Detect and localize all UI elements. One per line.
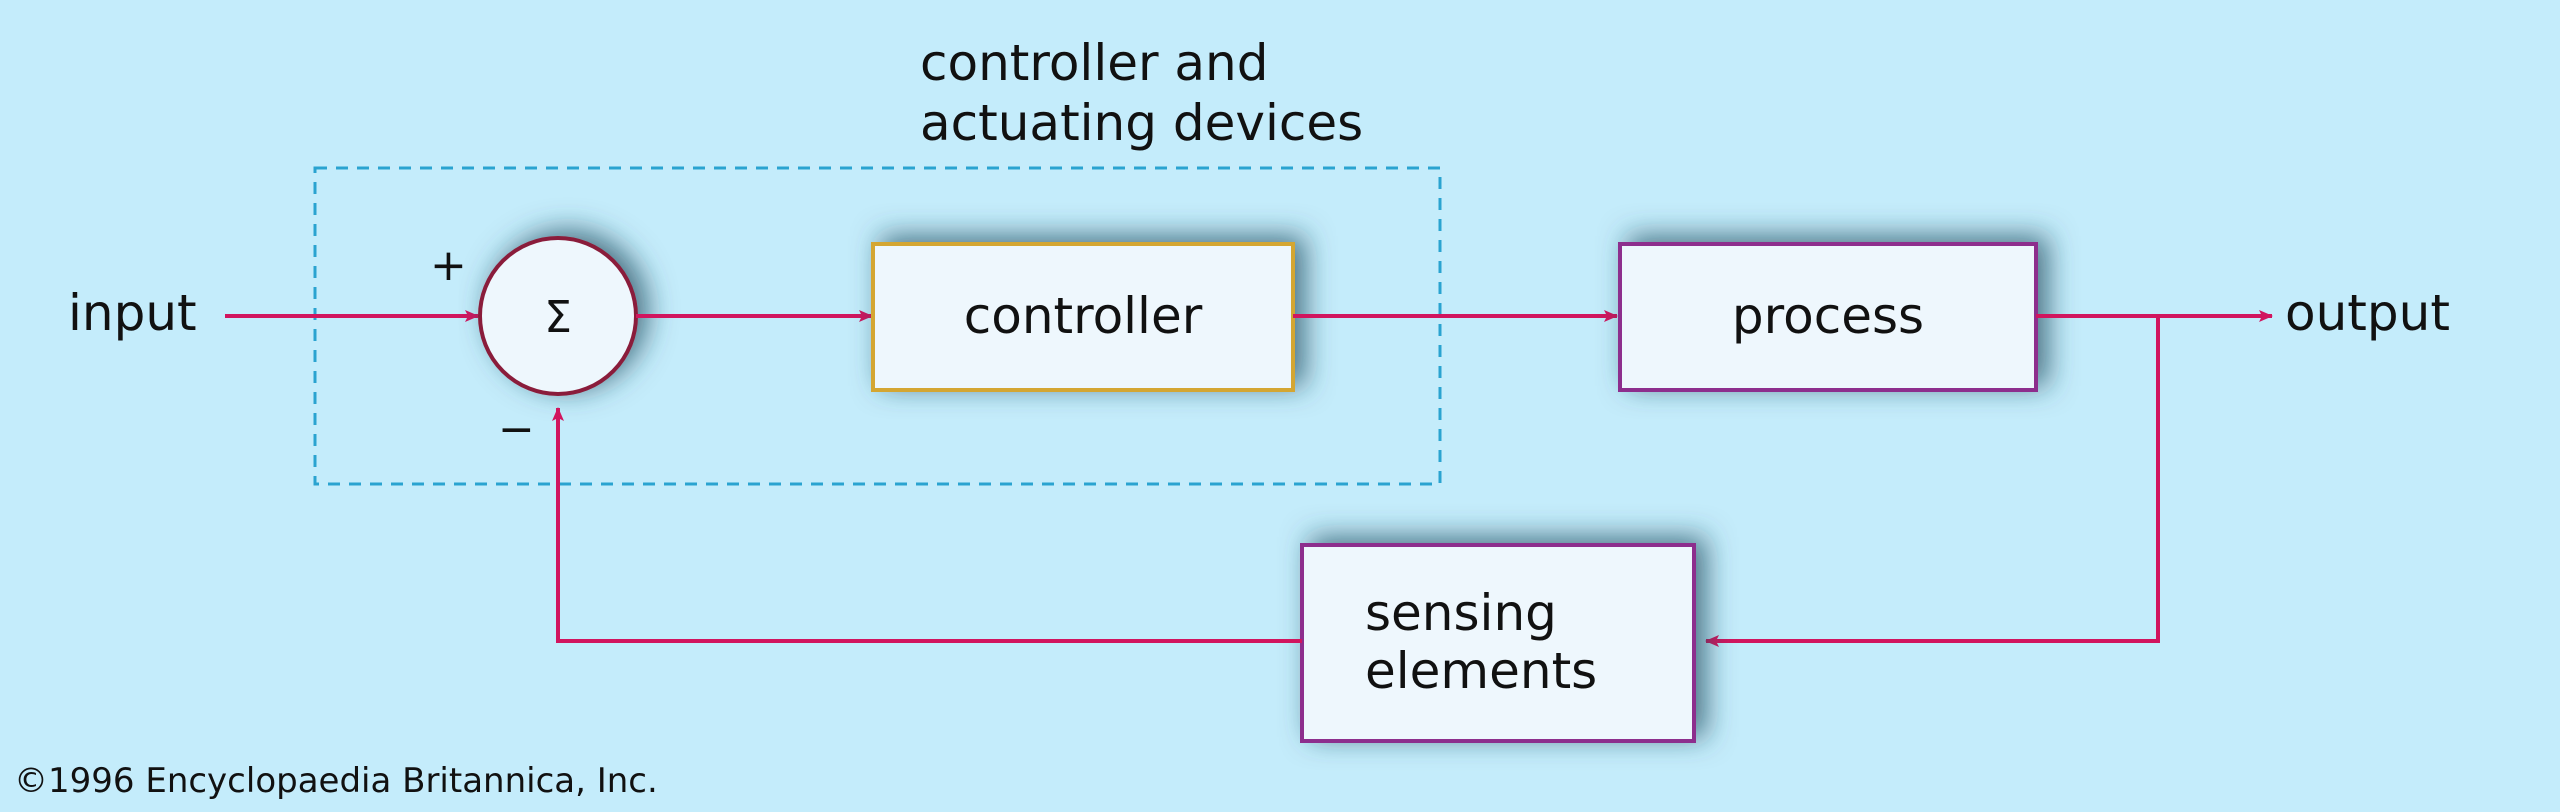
process-label: process	[1732, 287, 1924, 345]
controller-block	[871, 242, 1295, 392]
plus-sign: +	[430, 240, 467, 291]
input-label: input	[68, 284, 197, 342]
group-label-line1: controller and	[920, 34, 1269, 92]
sensing-elements-block	[1300, 543, 1696, 743]
copyright-notice: ©1996 Encyclopaedia Britannica, Inc.	[14, 761, 658, 801]
output-label: output	[2285, 284, 2450, 342]
sensing-label-line1: sensing	[1365, 584, 1557, 642]
minus-sign: −	[498, 404, 535, 455]
group-label-line2: actuating devices	[920, 94, 1363, 152]
process-block	[1618, 242, 2038, 392]
feedback-path-to-summing	[552, 407, 1302, 643]
controller-label: controller	[964, 287, 1203, 345]
summing-symbol: Σ	[544, 292, 572, 343]
feedback-path-to-sensor	[1705, 316, 2160, 647]
controller-actuating-group-box	[313, 166, 1442, 486]
sensing-label-line2: elements	[1365, 642, 1597, 700]
